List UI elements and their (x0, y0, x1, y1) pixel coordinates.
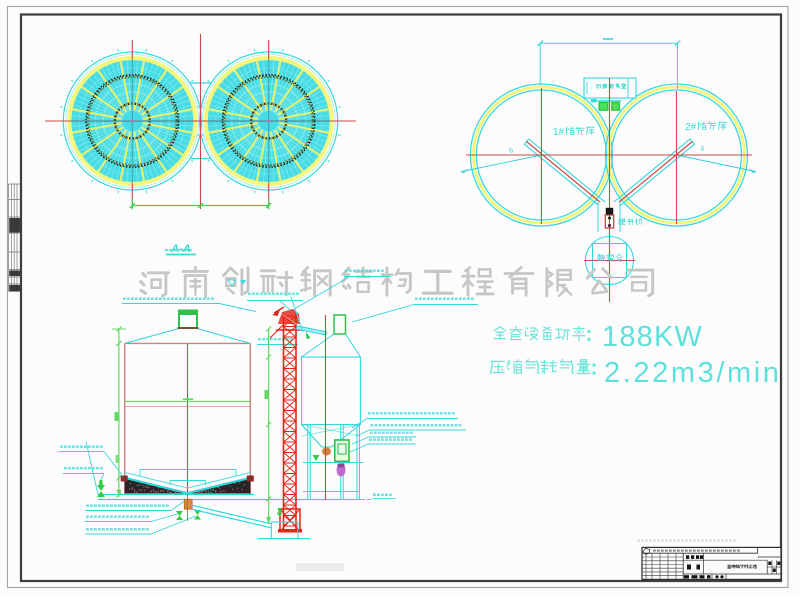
svg-text:1#: 1# (553, 127, 565, 138)
svg-text:2#: 2# (685, 122, 697, 133)
svg-text:188KW: 188KW (602, 321, 703, 353)
svg-text:2.22m3/min: 2.22m3/min (604, 357, 782, 389)
